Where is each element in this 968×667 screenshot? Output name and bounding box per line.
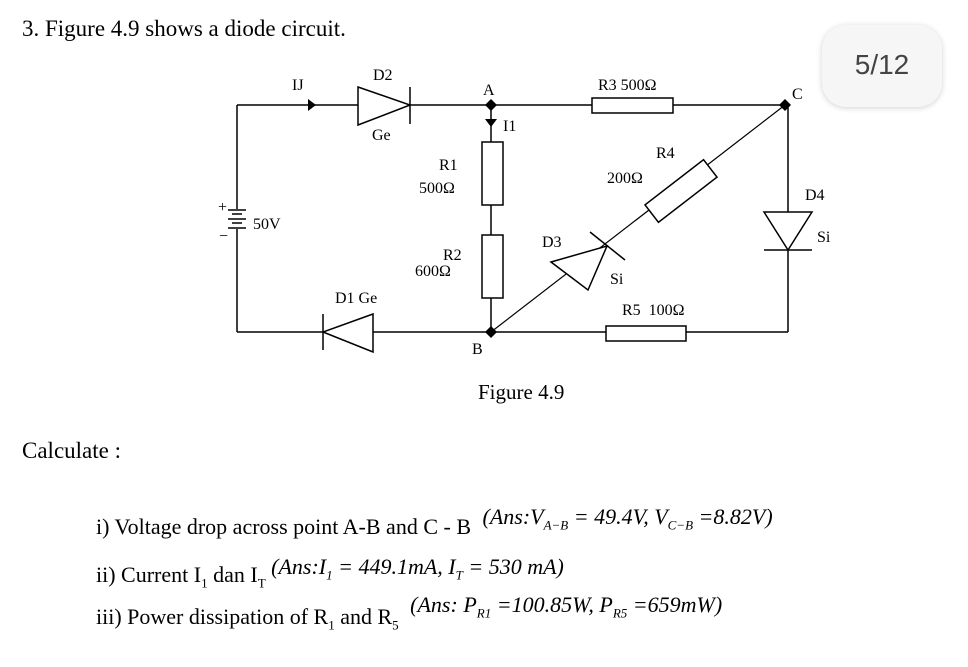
diode-d1 [320,312,374,354]
label-battery: 50V [253,216,281,233]
figure-caption: Figure 4.9 [478,380,565,404]
label-battery-plus: + [218,199,227,216]
label-r5: R5 100Ω [622,302,685,319]
resistor-r1 [481,141,504,206]
label-r4-value: 200Ω [607,170,643,187]
label-battery-minus: − [219,228,228,245]
label-node-b: B [472,341,483,358]
answer-1: (Ans:VA−B = 49.4V, VC−B =8.82V) [482,504,773,533]
label-r2: R2 [443,247,462,264]
page-indicator: 5/12 [822,25,942,107]
resistor-r2 [481,234,504,299]
label-r1-value: 500Ω [419,180,455,197]
wire [490,104,786,333]
item-3: iii) Power dissipation of R1 and R5 (Ans… [96,592,723,633]
label-d2: D2 [373,67,393,84]
calculate-label: Calculate : [22,438,121,463]
label-r4: R4 [656,145,675,162]
diode-d4 [762,211,814,252]
question-text: 3. Figure 4.9 shows a diode circuit. [22,16,346,41]
label-i1: I1 [503,118,516,135]
label-node-c: C [792,86,803,103]
item-1: i) Voltage drop across point A-B and C -… [96,504,773,539]
label-d4-type: Si [817,229,831,246]
label-r3: R3 500Ω [598,77,657,94]
current-arrow-i1 [485,119,497,127]
label-r1: R1 [439,157,458,174]
diode-d2 [357,85,413,127]
item-2: ii) Current I1 dan IT (Ans:I1 = 449.1mA,… [96,554,564,591]
current-arrow-ij [308,99,316,111]
node-b-dot [485,326,497,338]
label-node-a: A [483,82,495,99]
answer-3: (Ans: PR1 =100.85W, PR5 =659mW) [410,592,723,621]
label-d1: D1 Ge [335,290,377,307]
resistor-r4 [643,158,719,224]
resistor-r5 [605,325,687,342]
label-r2-value: 600Ω [415,263,451,280]
label-d3-type: Si [610,271,624,288]
label-d4: D4 [805,187,825,204]
node-a-dot [485,99,497,111]
label-ij: IJ [292,77,304,94]
battery-symbol [228,209,246,229]
resistor-r3 [591,97,674,114]
node-c-dot [779,99,791,111]
answer-2: (Ans:I1 = 449.1mA, IT = 530 mA) [271,554,564,583]
label-d2-type: Ge [372,127,391,144]
diode-d3 [549,231,626,292]
label-d3: D3 [542,234,562,251]
